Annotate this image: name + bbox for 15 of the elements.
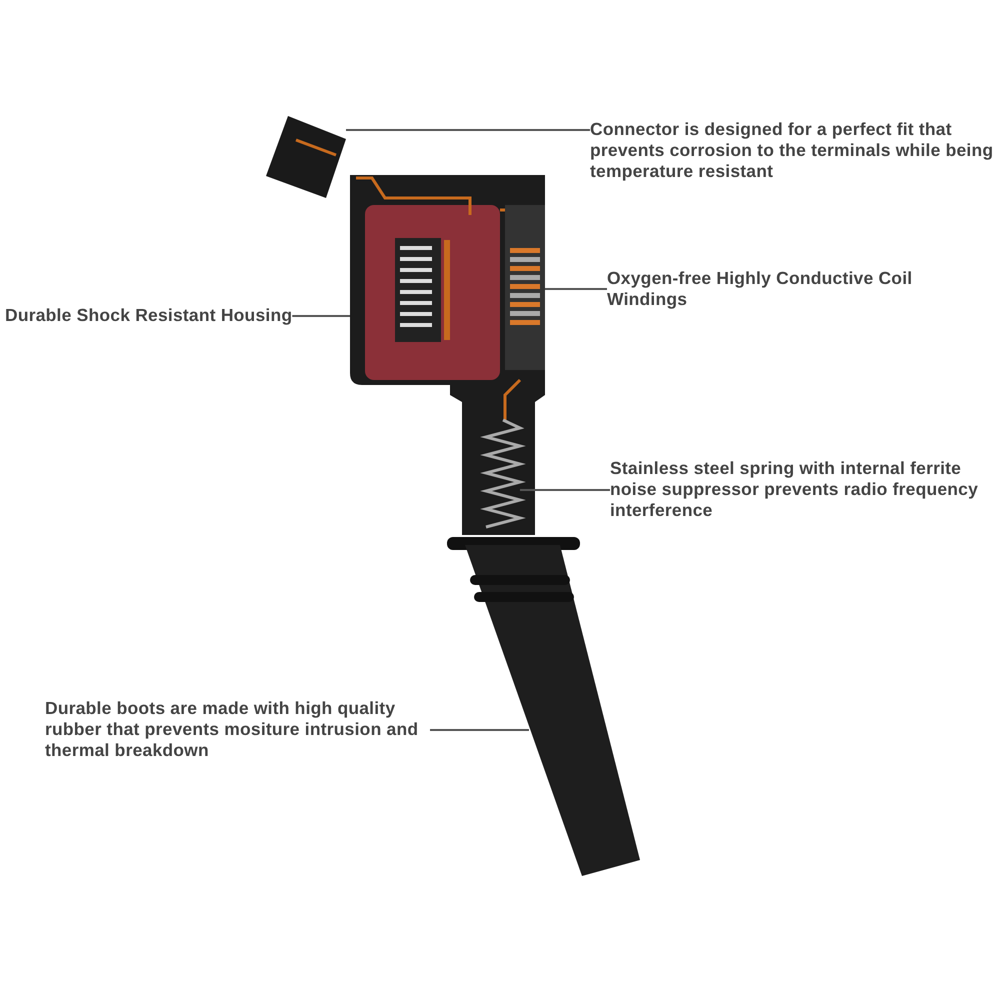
- spring-drawing: [480, 418, 526, 528]
- rubber-boot-drawing: [447, 537, 640, 876]
- leader-line: [545, 288, 607, 290]
- coil-housing-drawing: [350, 175, 545, 535]
- callout-text: Stainless steel spring with internal ferrite noise suppressor prevents radio frequency interference: [610, 458, 995, 521]
- callout-text: Durable Shock Resistant Housing: [5, 305, 292, 326]
- callout-text: Durable boots are made with high quality rubber that prevents mositure intrusion and thermal breakdown: [45, 698, 430, 761]
- leader-line: [430, 729, 529, 731]
- leader-line: [346, 129, 590, 131]
- callout-text: Oxygen-free Highly Conductive Coil Windings: [607, 268, 927, 310]
- leader-line: [292, 315, 350, 317]
- leader-line: [520, 489, 610, 491]
- callout-text: Connector is designed for a perfect fit that prevents corrosion to the terminals while being temperature resistant: [590, 119, 995, 182]
- coil-winding-drawing: [505, 205, 545, 370]
- connector-plug-drawing: [266, 116, 346, 198]
